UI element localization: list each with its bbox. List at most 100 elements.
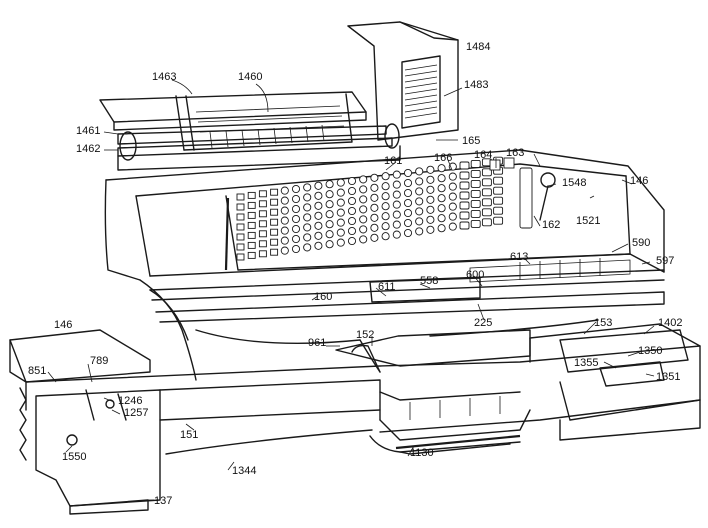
key-cap <box>303 223 312 232</box>
key-cap <box>415 197 424 206</box>
key-cap <box>381 232 390 241</box>
key-cap <box>370 203 379 212</box>
machine-base <box>9 323 701 515</box>
key-cap <box>392 180 401 189</box>
key-cap <box>370 173 379 182</box>
key-cap <box>470 189 481 198</box>
key-cap <box>415 167 424 176</box>
key-cap <box>291 214 301 224</box>
key-cap <box>481 208 492 217</box>
label-1355: 1355 <box>574 357 599 369</box>
key-cap <box>325 230 334 239</box>
key-cap <box>437 214 446 223</box>
key-cap <box>493 186 504 195</box>
key-cap <box>415 187 424 196</box>
key-columns <box>236 156 504 261</box>
key-cap <box>314 201 323 210</box>
key-cap <box>303 213 312 222</box>
key-cap <box>448 192 457 201</box>
key-cap <box>280 236 289 245</box>
key-cap <box>314 211 323 220</box>
key-cap <box>359 195 368 204</box>
key-cap <box>280 186 289 195</box>
key-cap <box>236 243 245 251</box>
key-cap <box>247 241 256 249</box>
label-1548: 1548 <box>562 177 587 189</box>
key-cap <box>291 184 301 194</box>
key-cap <box>415 177 424 186</box>
key-cap <box>448 172 457 181</box>
key-cap <box>258 200 267 208</box>
key-cap <box>481 218 492 227</box>
key-cap <box>247 191 256 199</box>
key-cap <box>291 194 301 204</box>
key-cap <box>415 217 424 226</box>
carriage-cover <box>347 21 459 141</box>
label-789: 789 <box>90 355 109 367</box>
key-cap <box>381 172 390 181</box>
key-cap <box>403 188 413 198</box>
key-cap <box>403 168 413 178</box>
key-cap <box>270 228 279 236</box>
key-cap <box>470 219 481 228</box>
label-1460: 1460 <box>238 71 263 83</box>
key-cap <box>370 183 379 192</box>
key-cap <box>236 203 245 211</box>
key-cap <box>459 201 470 210</box>
key-cap <box>336 178 345 187</box>
key-cap <box>481 178 492 187</box>
key-cap <box>314 221 323 230</box>
key-cap <box>493 196 504 205</box>
key-cap <box>280 206 289 215</box>
label-164: 164 <box>474 149 493 161</box>
key-cap <box>258 250 267 258</box>
key-cap <box>325 240 334 249</box>
key-cap <box>270 238 279 246</box>
key-cap <box>426 175 435 184</box>
label-1350: 1350 <box>638 345 663 357</box>
key-cap <box>437 204 446 213</box>
label-166: 166 <box>434 152 453 164</box>
label-1484: 1484 <box>466 41 491 53</box>
key-cap <box>370 193 379 202</box>
key-cap <box>459 221 470 230</box>
label-146-right: 146 <box>630 175 649 187</box>
key-cap <box>359 205 368 214</box>
label-137: 137 <box>154 495 173 507</box>
key-cap <box>258 230 267 238</box>
key-cap <box>437 194 446 203</box>
key-cap <box>291 204 301 214</box>
key-cap <box>448 202 457 211</box>
key-cap <box>347 216 357 226</box>
key-cap <box>325 190 334 199</box>
key-cap <box>470 209 481 218</box>
key-cap <box>359 225 368 234</box>
key-cap <box>270 188 279 196</box>
key-cap <box>291 244 301 254</box>
key-cap <box>481 188 492 197</box>
key-cap <box>258 220 267 228</box>
label-961: 961 <box>308 337 327 349</box>
key-cap <box>470 199 481 208</box>
key-cap <box>280 226 289 235</box>
key-cap <box>381 192 390 201</box>
label-1257: 1257 <box>124 407 149 419</box>
key-cap <box>291 234 301 244</box>
label-160: 160 <box>314 291 333 303</box>
key-cap <box>303 183 312 192</box>
label-1130: 1130 <box>410 447 434 459</box>
key-cap <box>415 207 424 216</box>
key-cap <box>258 210 267 218</box>
key-cap <box>236 223 245 231</box>
key-cap <box>247 251 256 259</box>
key-cap <box>314 231 323 240</box>
key-cap <box>493 216 504 225</box>
key-cap <box>247 221 256 229</box>
key-cap <box>392 170 401 179</box>
key-cap <box>437 174 446 183</box>
label-161: 161 <box>384 155 403 167</box>
key-cap <box>415 227 424 236</box>
label-611: 611 <box>378 281 396 293</box>
key-cap <box>336 198 345 207</box>
label-600: 600 <box>466 269 485 281</box>
